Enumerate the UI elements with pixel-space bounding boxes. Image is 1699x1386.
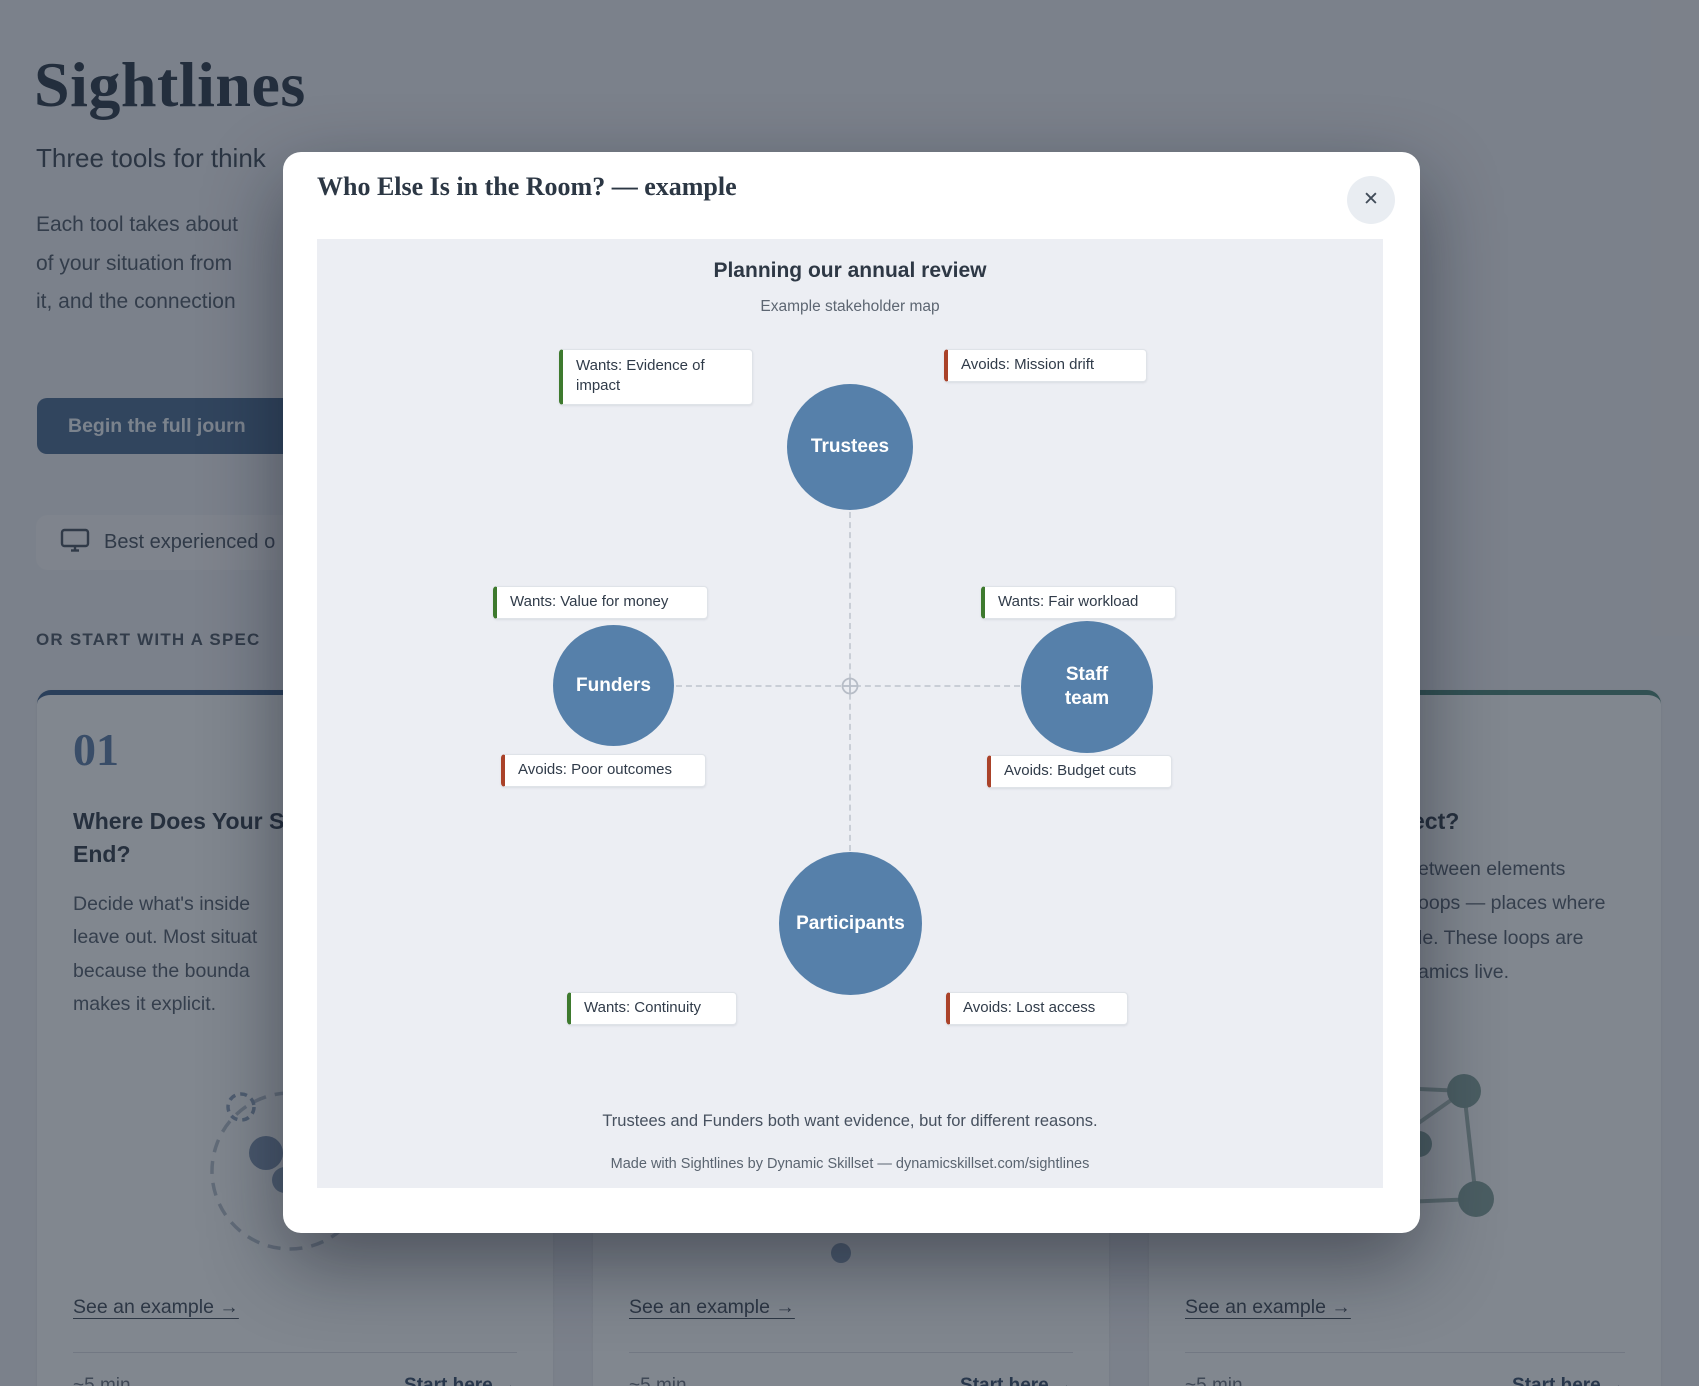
note-staff-wants: Wants: Fair workload [981, 586, 1176, 619]
stakeholder-circle-participants: Participants [779, 852, 922, 995]
map-subtitle: Example stakeholder map [760, 298, 940, 315]
axis-center-marker [841, 677, 859, 695]
stakeholder-circle-trustees: Trustees [787, 384, 913, 510]
note-trustees-avoids: Avoids: Mission drift [944, 349, 1147, 382]
note-participants-avoids: Avoids: Lost access [946, 992, 1128, 1025]
note-staff-avoids: Avoids: Budget cuts [987, 755, 1172, 788]
close-icon: ✕ [1363, 189, 1379, 210]
map-attribution: Made with Sightlines by Dynamic Skillset… [610, 1156, 1090, 1172]
map-caption: Trustees and Funders both want evidence,… [602, 1112, 1098, 1130]
close-button[interactable]: ✕ [1347, 176, 1395, 224]
map-title: Planning our annual review [713, 259, 987, 282]
stakeholder-circle-funders: Funders [553, 625, 674, 746]
stakeholder-circle-staff-team: Staff team [1021, 621, 1153, 753]
note-funders-avoids: Avoids: Poor outcomes [501, 754, 706, 787]
stakeholder-map-panel: Planning our annual review Example stake… [317, 239, 1383, 1188]
note-trustees-wants: Wants: Evidence of impact [559, 349, 753, 405]
note-participants-wants: Wants: Continuity [567, 992, 737, 1025]
example-modal: Who Else Is in the Room? — example ✕ Pla… [283, 152, 1420, 1233]
modal-title: Who Else Is in the Room? — example [317, 172, 737, 201]
note-funders-wants: Wants: Value for money [493, 586, 708, 619]
